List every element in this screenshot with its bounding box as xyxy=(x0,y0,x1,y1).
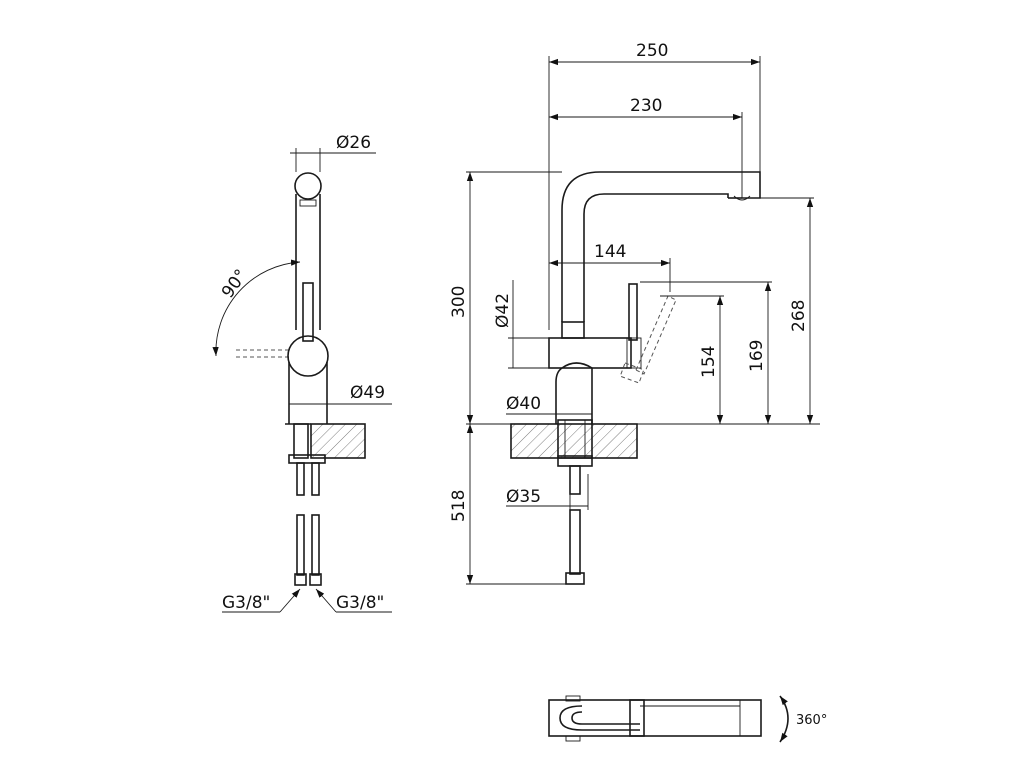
neck-right xyxy=(561,362,593,424)
thread-left-leader xyxy=(279,588,301,613)
rotation-arrow xyxy=(779,695,789,743)
top-cap-top xyxy=(565,695,581,702)
dim-base-diameter-label: Ø40 xyxy=(506,394,541,414)
rotation-label: 360° xyxy=(796,713,827,728)
dim-spout-diameter-label: Ø26 xyxy=(336,133,371,153)
nut xyxy=(288,454,326,464)
dim-height-154-label: 154 xyxy=(699,346,719,378)
dim-total-height-label: 300 xyxy=(449,286,469,318)
countertop-section xyxy=(310,423,366,459)
thread-right-leader xyxy=(315,588,337,613)
top-spout-loop-outer xyxy=(559,705,640,731)
dim-swivel-angle-label: 90° xyxy=(218,266,252,302)
hose-left-bottom xyxy=(296,514,305,576)
top-view: 360° xyxy=(548,695,827,743)
lever xyxy=(302,282,314,342)
hose-fitting xyxy=(565,572,585,585)
dim-spout-reach-label: 230 xyxy=(630,96,662,116)
neck-left xyxy=(555,367,563,424)
hose-fitting-left xyxy=(294,573,307,586)
dim-lever-offset-label: 144 xyxy=(594,242,626,262)
top-lever xyxy=(629,699,645,737)
lever-phantom xyxy=(635,295,677,375)
dim-body-diameter-label: Ø49 xyxy=(350,383,385,403)
top-body-outline xyxy=(548,699,762,737)
hose-left-top xyxy=(296,462,305,496)
shank xyxy=(293,423,309,459)
aerator xyxy=(299,199,317,207)
top-spout-loop-inner xyxy=(571,711,640,725)
body-block xyxy=(548,337,632,369)
spout-head-outline xyxy=(294,172,322,200)
swivel-angle-arc xyxy=(212,259,301,357)
body-ball xyxy=(287,335,329,377)
lever-cap xyxy=(626,337,642,369)
dim-shank-diameter-label: Ø35 xyxy=(506,487,541,507)
countertop-section xyxy=(510,423,638,459)
spout-ring xyxy=(561,321,585,339)
thread-right-label: G3/8" xyxy=(336,593,384,613)
dim-total-width-label: 250 xyxy=(636,41,668,61)
spout-inner xyxy=(583,193,729,322)
lever-rod xyxy=(628,283,638,341)
dim-lever-diameter-label: Ø42 xyxy=(493,293,513,328)
hose-top xyxy=(569,465,581,495)
dim-height-169-label: 169 xyxy=(747,340,767,372)
hose-fitting-right xyxy=(309,573,322,586)
lever-phantom-base xyxy=(619,362,645,384)
dim-hose-length-label: 518 xyxy=(449,490,469,522)
shank-section xyxy=(557,419,593,459)
hose-right-bottom xyxy=(311,514,320,576)
spout-outer xyxy=(561,171,761,322)
spout-outlet xyxy=(733,195,751,201)
front-view: 250 230 144 300 Ø42 154 169 268 xyxy=(449,41,820,585)
thread-left-label: G3/8" xyxy=(222,593,270,613)
top-cap-bottom xyxy=(565,735,581,742)
hose-bottom xyxy=(569,509,581,575)
hose-right-top xyxy=(311,462,320,496)
side-view: Ø26 90° Ø49 G3/8" G3/8" xyxy=(212,133,392,613)
dim-spout-height-label: 268 xyxy=(789,300,809,332)
